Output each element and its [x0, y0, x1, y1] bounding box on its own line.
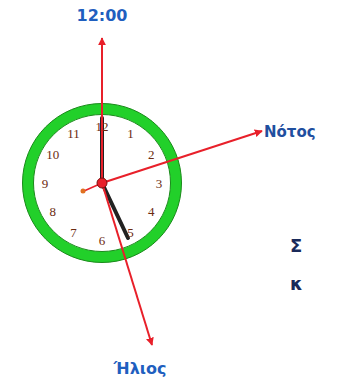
clock-number: 7: [70, 226, 77, 239]
clock-center: [97, 178, 107, 188]
time-label: 12:00: [77, 8, 128, 24]
clock-number: 4: [148, 205, 155, 218]
clock-number: 10: [46, 148, 59, 161]
clock-number: 11: [67, 127, 80, 140]
text-fragment: κ: [290, 275, 303, 293]
second-hand-tip: [81, 189, 86, 194]
clock-number: 9: [42, 177, 49, 190]
clock-number: 2: [148, 148, 155, 161]
noon-arrow: [101, 38, 103, 183]
clock-number: 1: [127, 127, 134, 140]
sun-arrow: [102, 183, 152, 345]
clock-outer-edge: [23, 104, 182, 263]
clock-hand: [102, 183, 128, 238]
text-fragment: Σ: [290, 237, 302, 255]
sun-label: Ήλιος: [114, 361, 167, 377]
direction-label: Νότος: [264, 125, 316, 140]
south-arrow: [102, 131, 262, 183]
clock-number: 8: [49, 205, 56, 218]
clock-ring: [28, 109, 176, 257]
clock-number: 5: [127, 226, 134, 239]
clock-number: 3: [156, 177, 163, 190]
clock-number: 12: [96, 120, 109, 133]
clock-number: 6: [99, 234, 106, 247]
